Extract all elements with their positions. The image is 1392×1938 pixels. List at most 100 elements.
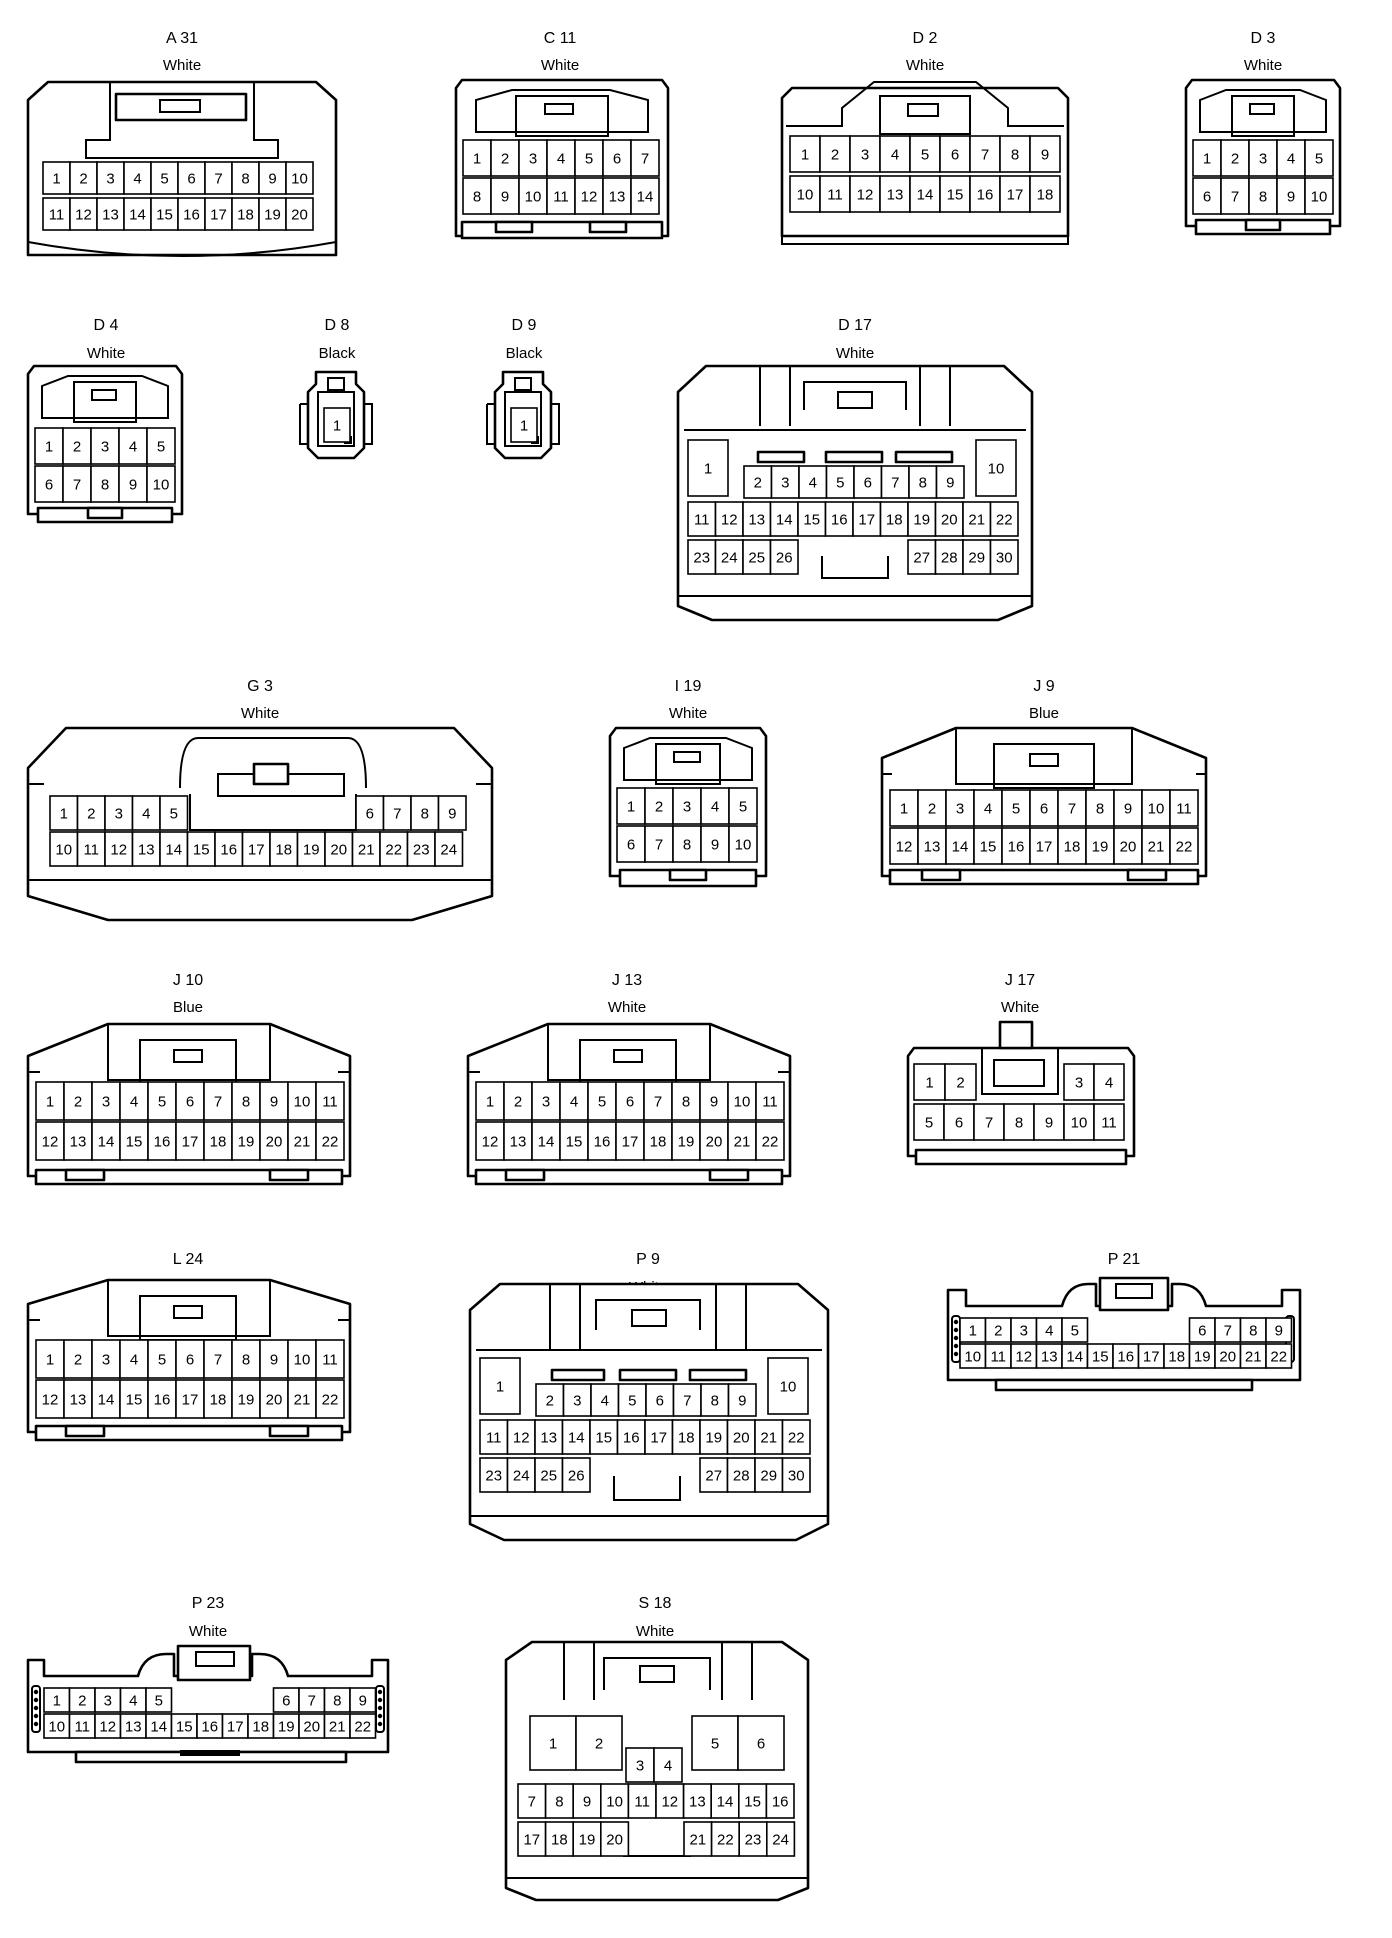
pin-cell [285,197,314,231]
pin-number: 16 [1117,1349,1134,1366]
pin-number: 4 [984,801,992,818]
pin-cell [203,1379,233,1419]
pin-cell [1029,135,1061,173]
pin-number: 9 [448,806,456,823]
pin-number: 8 [682,1094,690,1111]
pin-cell [517,1783,547,1819]
pin-cell [630,177,660,215]
pin-cell [35,1121,65,1161]
pin-cell [908,465,938,499]
pin-cell [35,1379,65,1419]
side-dot [953,1335,959,1341]
pin-number: 16 [154,1134,171,1151]
pin-cell [687,439,729,497]
pin-number: 14 [538,1134,555,1151]
pin-cell [91,1379,121,1419]
pin-cell [1003,1103,1035,1141]
connector-label: D 17 [838,317,872,334]
pin-cell [769,501,799,537]
pin-number: 4 [1287,151,1295,168]
pin-cell [258,161,287,195]
pin-number: 17 [523,1832,540,1849]
pin-number: 6 [1040,801,1048,818]
pin-number: 15 [176,1719,193,1736]
pin-cell [94,1713,122,1739]
pin-cell [561,1457,591,1493]
pin-cell [625,1747,655,1783]
connector-color: White [163,57,201,74]
pin-cell [655,1783,685,1819]
pin-cell [231,1121,261,1161]
pin-cell [934,539,964,575]
pin-cell [909,175,941,213]
pin-cell [699,1457,729,1493]
pin-number: 6 [955,1115,963,1132]
pin-number: 14 [1066,1349,1083,1366]
pin-number: 21 [734,1134,751,1151]
pin-cell [146,427,176,465]
pin-number: 14 [952,839,969,856]
pin-number: 10 [525,189,542,206]
pin-cell [1061,1317,1089,1343]
pin-number: 16 [831,512,848,529]
pin-number: 9 [711,837,719,854]
connector-label: D 8 [325,317,350,334]
pin-cell [315,1121,345,1161]
pin-number: 15 [1092,1349,1109,1366]
connector-p21: P 21 White 12345678910111213141516171819… [946,1251,1302,1392]
pin-number: 5 [836,475,844,492]
pin-cell [96,197,125,231]
pin-number: 6 [951,147,959,164]
connector-d9: D 9 Black 1 [486,317,560,460]
connector-color: White [1244,57,1282,74]
pin-cell [975,439,1017,497]
pin-cell [824,501,854,537]
pin-number: 11 [74,1719,90,1736]
pin-number: 1 [549,1736,557,1753]
pin-cell [1137,1343,1165,1369]
pin-number: 10 [1071,1115,1088,1132]
pin-number: 4 [1045,1323,1053,1340]
pin-number: 5 [598,1094,606,1111]
pin-number: 23 [693,550,710,567]
pin-number: 14 [917,187,934,204]
pin-number: 20 [1120,839,1137,856]
pin-number: 17 [182,1392,199,1409]
pin-cell [615,1121,645,1161]
pin-cell [69,161,98,195]
pin-number: 16 [201,1719,218,1736]
pin-number: 11 [553,189,569,206]
pin-number: 8 [1259,189,1267,206]
pin-cell [510,407,538,443]
pin-cell [119,1121,149,1161]
pin-cell [42,197,71,231]
pin-number: 27 [705,1468,722,1485]
pin-cell [589,1419,619,1455]
pin-number: 21 [1148,839,1165,856]
pin-cell [503,1121,533,1161]
connector-label: D 4 [94,317,119,334]
pin-number: 7 [985,1115,993,1132]
pin-cell [62,465,92,503]
pin-number: 13 [510,1134,527,1151]
pin-cell [989,501,1019,537]
pin-cell [119,1713,147,1739]
pin-number: 2 [73,439,81,456]
pin-number: 10 [294,1094,311,1111]
pin-number: 9 [501,189,509,206]
pin-number: 5 [711,1736,719,1753]
pin-number: 20 [941,512,958,529]
pin-number: 9 [1275,1323,1283,1340]
pin-grid: 1 [510,407,538,443]
pin-number: 5 [628,1393,636,1410]
side-dot [377,1705,383,1711]
pin-number: 15 [566,1134,583,1151]
pin-number: 1 [45,439,53,456]
